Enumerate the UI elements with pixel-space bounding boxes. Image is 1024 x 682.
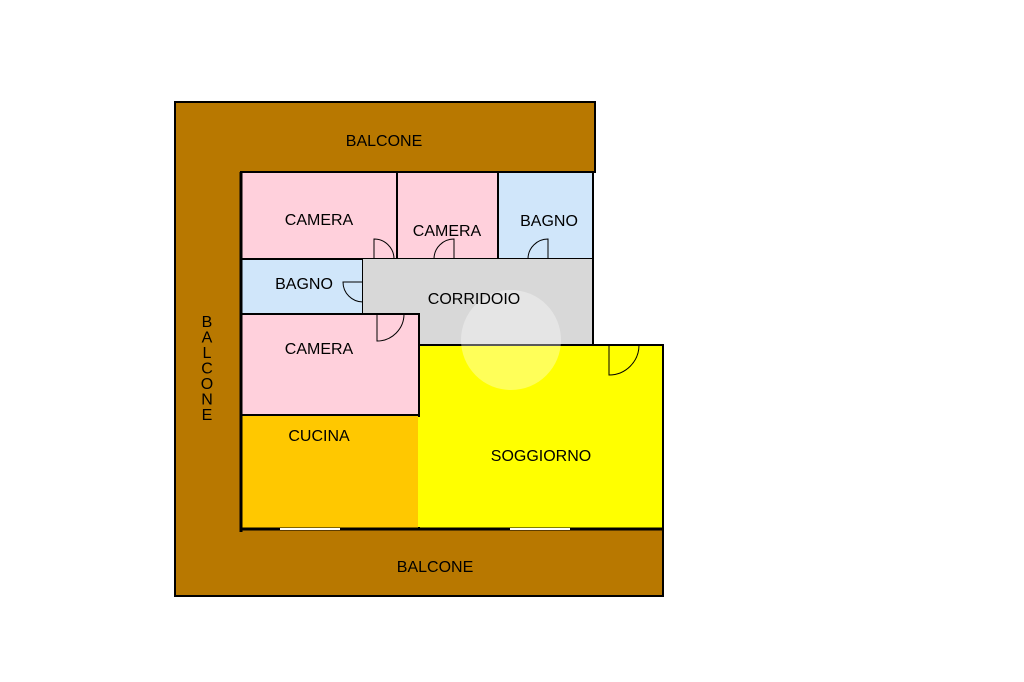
watermark bbox=[461, 290, 561, 390]
label-bagno-1: BAGNO bbox=[520, 213, 578, 230]
label-camera-3: CAMERA bbox=[285, 341, 354, 358]
room-camera-2 bbox=[396, 171, 499, 260]
door-camera-3 bbox=[376, 313, 405, 342]
label-corridoio: CORRIDOIO bbox=[428, 291, 520, 308]
room-camera-3 bbox=[240, 313, 420, 416]
label-soggiorno: SOGGIORNO bbox=[491, 448, 591, 465]
room-soggiorno bbox=[418, 344, 664, 530]
label-balcone-bottom: BALCONE bbox=[397, 559, 473, 576]
room-corridoio-lower bbox=[363, 259, 419, 314]
door-camera-1 bbox=[373, 238, 395, 260]
door-bagno-2 bbox=[342, 281, 364, 303]
door-bagno-1 bbox=[527, 238, 549, 260]
label-camera-2: CAMERA bbox=[413, 223, 482, 240]
label-camera-1: CAMERA bbox=[285, 212, 354, 229]
label-cucina: CUCINA bbox=[288, 428, 350, 445]
label-balcone-top: BALCONE bbox=[346, 133, 422, 150]
door-camera-2 bbox=[433, 238, 455, 260]
door-soggiorno bbox=[608, 344, 640, 376]
label-bagno-2: BAGNO bbox=[275, 276, 333, 293]
